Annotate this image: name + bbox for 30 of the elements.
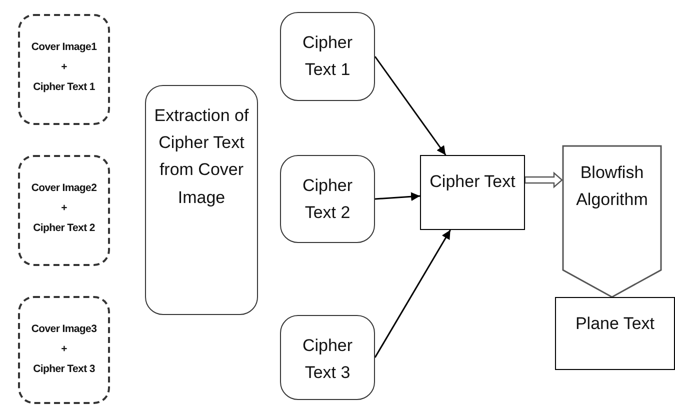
node-label: Extraction of Cipher Text from Cover Image <box>154 105 249 209</box>
node-label: + <box>61 342 67 357</box>
rounded-process-box <box>280 155 375 243</box>
node-label: Cipher Text 3 <box>33 362 95 377</box>
arrow <box>374 230 451 358</box>
process-box <box>555 297 675 370</box>
node-label: Cover Image2 <box>31 181 97 196</box>
node-label: Cipher Text 3 <box>301 335 354 384</box>
node-label: Cover Image3 <box>31 322 97 337</box>
node-label: Cipher Text 2 <box>33 220 95 236</box>
process-box <box>420 155 525 230</box>
dashed-rounded-box <box>18 296 110 404</box>
node-label: Cipher Text 1 <box>301 32 354 82</box>
rounded-process-box <box>145 85 258 315</box>
rounded-process-box <box>280 12 375 101</box>
node-label: Cipher Text <box>430 171 516 193</box>
node-label: + <box>61 60 67 75</box>
node-label: Blowfish Algorithm <box>575 162 649 212</box>
dashed-rounded-box <box>18 14 110 125</box>
dashed-rounded-box <box>18 155 110 266</box>
node-label: Cover Image1 <box>31 40 97 55</box>
node-label: Cipher Text 1 <box>33 80 95 95</box>
rounded-process-box <box>280 315 375 400</box>
arrow <box>374 56 446 156</box>
node-label: Cipher Text 2 <box>301 175 354 224</box>
node-label: + <box>61 200 67 216</box>
pentagon-arrow-shape <box>562 145 662 298</box>
hollow-arrow <box>524 172 563 188</box>
node-label: Plane Text <box>575 313 655 335</box>
arrow <box>374 192 420 202</box>
